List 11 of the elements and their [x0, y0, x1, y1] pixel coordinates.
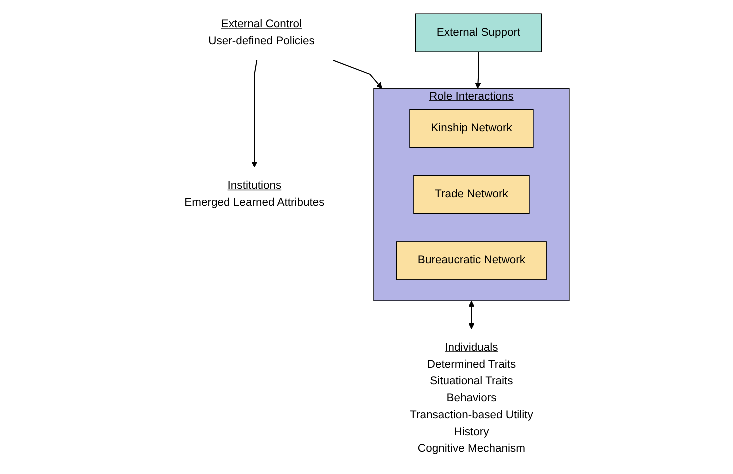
node-text: Individuals Determined Traits Situational Traits Behaviors Transaction-based Utility History Cognitive Mechanism: [410, 342, 534, 456]
node-text: External Control User-defined Policies: [208, 18, 315, 48]
node-box: Kinship Network: [410, 109, 534, 148]
node-box: Bureaucratic Network: [396, 242, 547, 280]
arrow: [475, 52, 482, 89]
arrow: [468, 301, 475, 330]
node-box: Trade Network: [414, 175, 530, 214]
node-box: External Support: [415, 14, 542, 52]
arrow: [252, 60, 258, 168]
node-text: Institutions Emerged Learned Attributes: [184, 180, 325, 209]
arrow: [333, 60, 382, 89]
